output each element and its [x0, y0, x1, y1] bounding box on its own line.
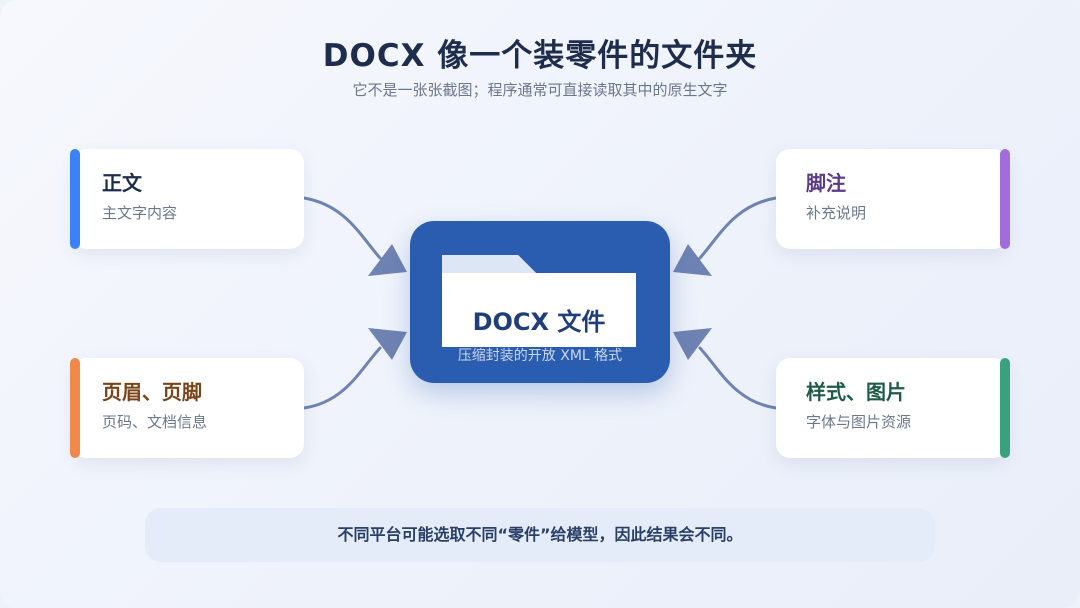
arrow-footnotes: [698, 196, 778, 260]
card-title: 样式、图片: [806, 380, 906, 404]
accent-bar: [70, 358, 80, 458]
card-styles-images: 样式、图片 字体与图片资源: [776, 358, 1010, 458]
card-title: 页眉、页脚: [102, 380, 202, 404]
accent-bar: [70, 149, 80, 249]
footer-note: 不同平台可能选取不同“零件”给模型，因此结果会不同。: [145, 508, 935, 562]
card-title: 脚注: [806, 171, 846, 195]
card-description: 补充说明: [806, 204, 867, 222]
page-subtitle: 它不是一张张截图；程序通常可直接读取其中的原生文字: [352, 81, 728, 99]
arrowhead-footnotes: [673, 244, 712, 276]
card-description: 字体与图片资源: [806, 413, 912, 431]
page-title: DOCX 像一个装零件的文件夹: [322, 38, 758, 74]
card-title: 正文: [102, 171, 142, 195]
arrowhead-styles-images: [673, 328, 712, 360]
accent-bar: [1000, 358, 1010, 458]
card-header-footer: 页眉、页脚 页码、文档信息: [70, 358, 304, 458]
arrowhead-header-footer: [368, 328, 407, 360]
card-description: 主文字内容: [102, 204, 178, 222]
accent-bar: [1000, 149, 1010, 249]
arrow-styles-images: [698, 346, 778, 410]
arrowhead-body-text: [368, 244, 407, 276]
docx-file-subtitle: 压缩封装的开放 XML 格式: [457, 348, 623, 364]
folder-icon: [442, 255, 636, 347]
card-description: 页码、文档信息: [102, 413, 208, 431]
docx-file-title: DOCX 文件: [472, 308, 606, 336]
arrow-header-footer: [302, 346, 382, 410]
card-body-text: 正文 主文字内容: [70, 149, 304, 249]
arrow-body-text: [302, 196, 382, 260]
card-footnotes: 脚注 补充说明: [776, 149, 1010, 249]
